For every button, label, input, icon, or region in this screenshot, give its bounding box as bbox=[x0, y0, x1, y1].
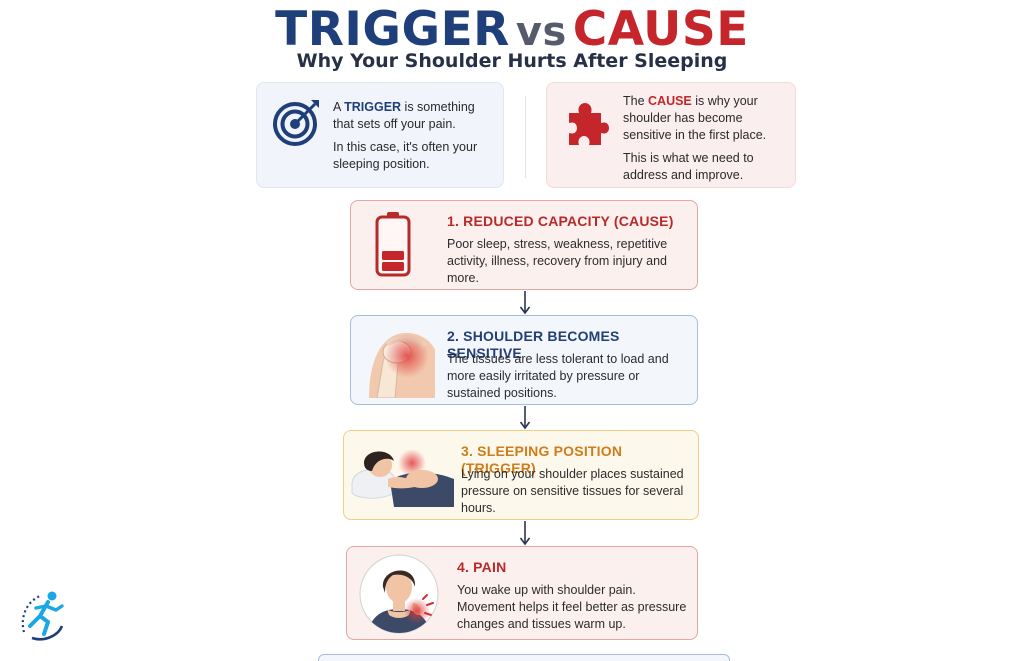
flow-arrow-2 bbox=[519, 406, 531, 430]
flow-arrow-1 bbox=[519, 291, 531, 315]
step-1-heading: 1. REDUCED CAPACITY (CAUSE) bbox=[447, 213, 674, 229]
flow-arrow-3 bbox=[519, 521, 531, 546]
trigger-definition-card: A TRIGGER is something that sets off you… bbox=[256, 82, 504, 188]
title-cause: CAUSE bbox=[572, 2, 749, 57]
target-icon bbox=[273, 97, 323, 152]
step-reduced-capacity: 1. REDUCED CAPACITY (CAUSE) Poor sleep, … bbox=[350, 200, 698, 290]
page-subtitle: Why Your Shoulder Hurts After Sleeping bbox=[296, 50, 728, 72]
step-4-heading: 4. PAIN bbox=[457, 559, 507, 575]
step-3-text: Lying on your shoulder places sustained … bbox=[461, 467, 684, 515]
puzzle-piece-icon bbox=[565, 103, 609, 154]
step-2-text: The tissues are less tolerant to load an… bbox=[447, 352, 669, 400]
cause-keyword: CAUSE bbox=[648, 94, 692, 108]
cause-definition-text: The CAUSE is why your shoulder has becom… bbox=[623, 94, 767, 142]
shoulder-pain-illustration bbox=[357, 553, 441, 640]
trigger-definition-text: A TRIGGER is something that sets off you… bbox=[333, 100, 475, 131]
title-vs: vs bbox=[515, 9, 567, 55]
trigger-keyword: TRIGGER bbox=[344, 100, 402, 114]
step-3-heading: 3. SLEEPING POSITION (TRIGGER) bbox=[461, 443, 623, 476]
side-sleeper-illustration bbox=[350, 441, 454, 516]
trigger-definition-note: In this case, it's often your sleeping p… bbox=[333, 140, 478, 171]
step-1-text: Poor sleep, stress, weakness, repetitive… bbox=[447, 237, 668, 285]
cause-definition-card: The CAUSE is why your shoulder has becom… bbox=[546, 82, 796, 188]
step-sleeping-position: 3. SLEEPING POSITION (TRIGGER) Lying on … bbox=[343, 430, 699, 520]
running-figure-logo bbox=[18, 588, 68, 647]
title-trigger: TRIGGER bbox=[275, 2, 510, 57]
step-2-heading: 2. SHOULDER BECOMES SENSITIVE bbox=[447, 328, 620, 361]
cause-definition-note: This is what we need to address and impr… bbox=[623, 151, 754, 182]
shoulder-joint-illustration bbox=[359, 322, 435, 403]
low-battery-icon bbox=[375, 211, 411, 282]
step-shoulder-sensitive: 2. SHOULDER BECOMES SENSITIVE The tissue… bbox=[350, 315, 698, 405]
definition-divider bbox=[525, 96, 526, 178]
step-pain: 4. PAIN You wake up with shoulder pain. … bbox=[346, 546, 698, 640]
step-4-text: You wake up with shoulder pain. Movement… bbox=[457, 583, 687, 631]
